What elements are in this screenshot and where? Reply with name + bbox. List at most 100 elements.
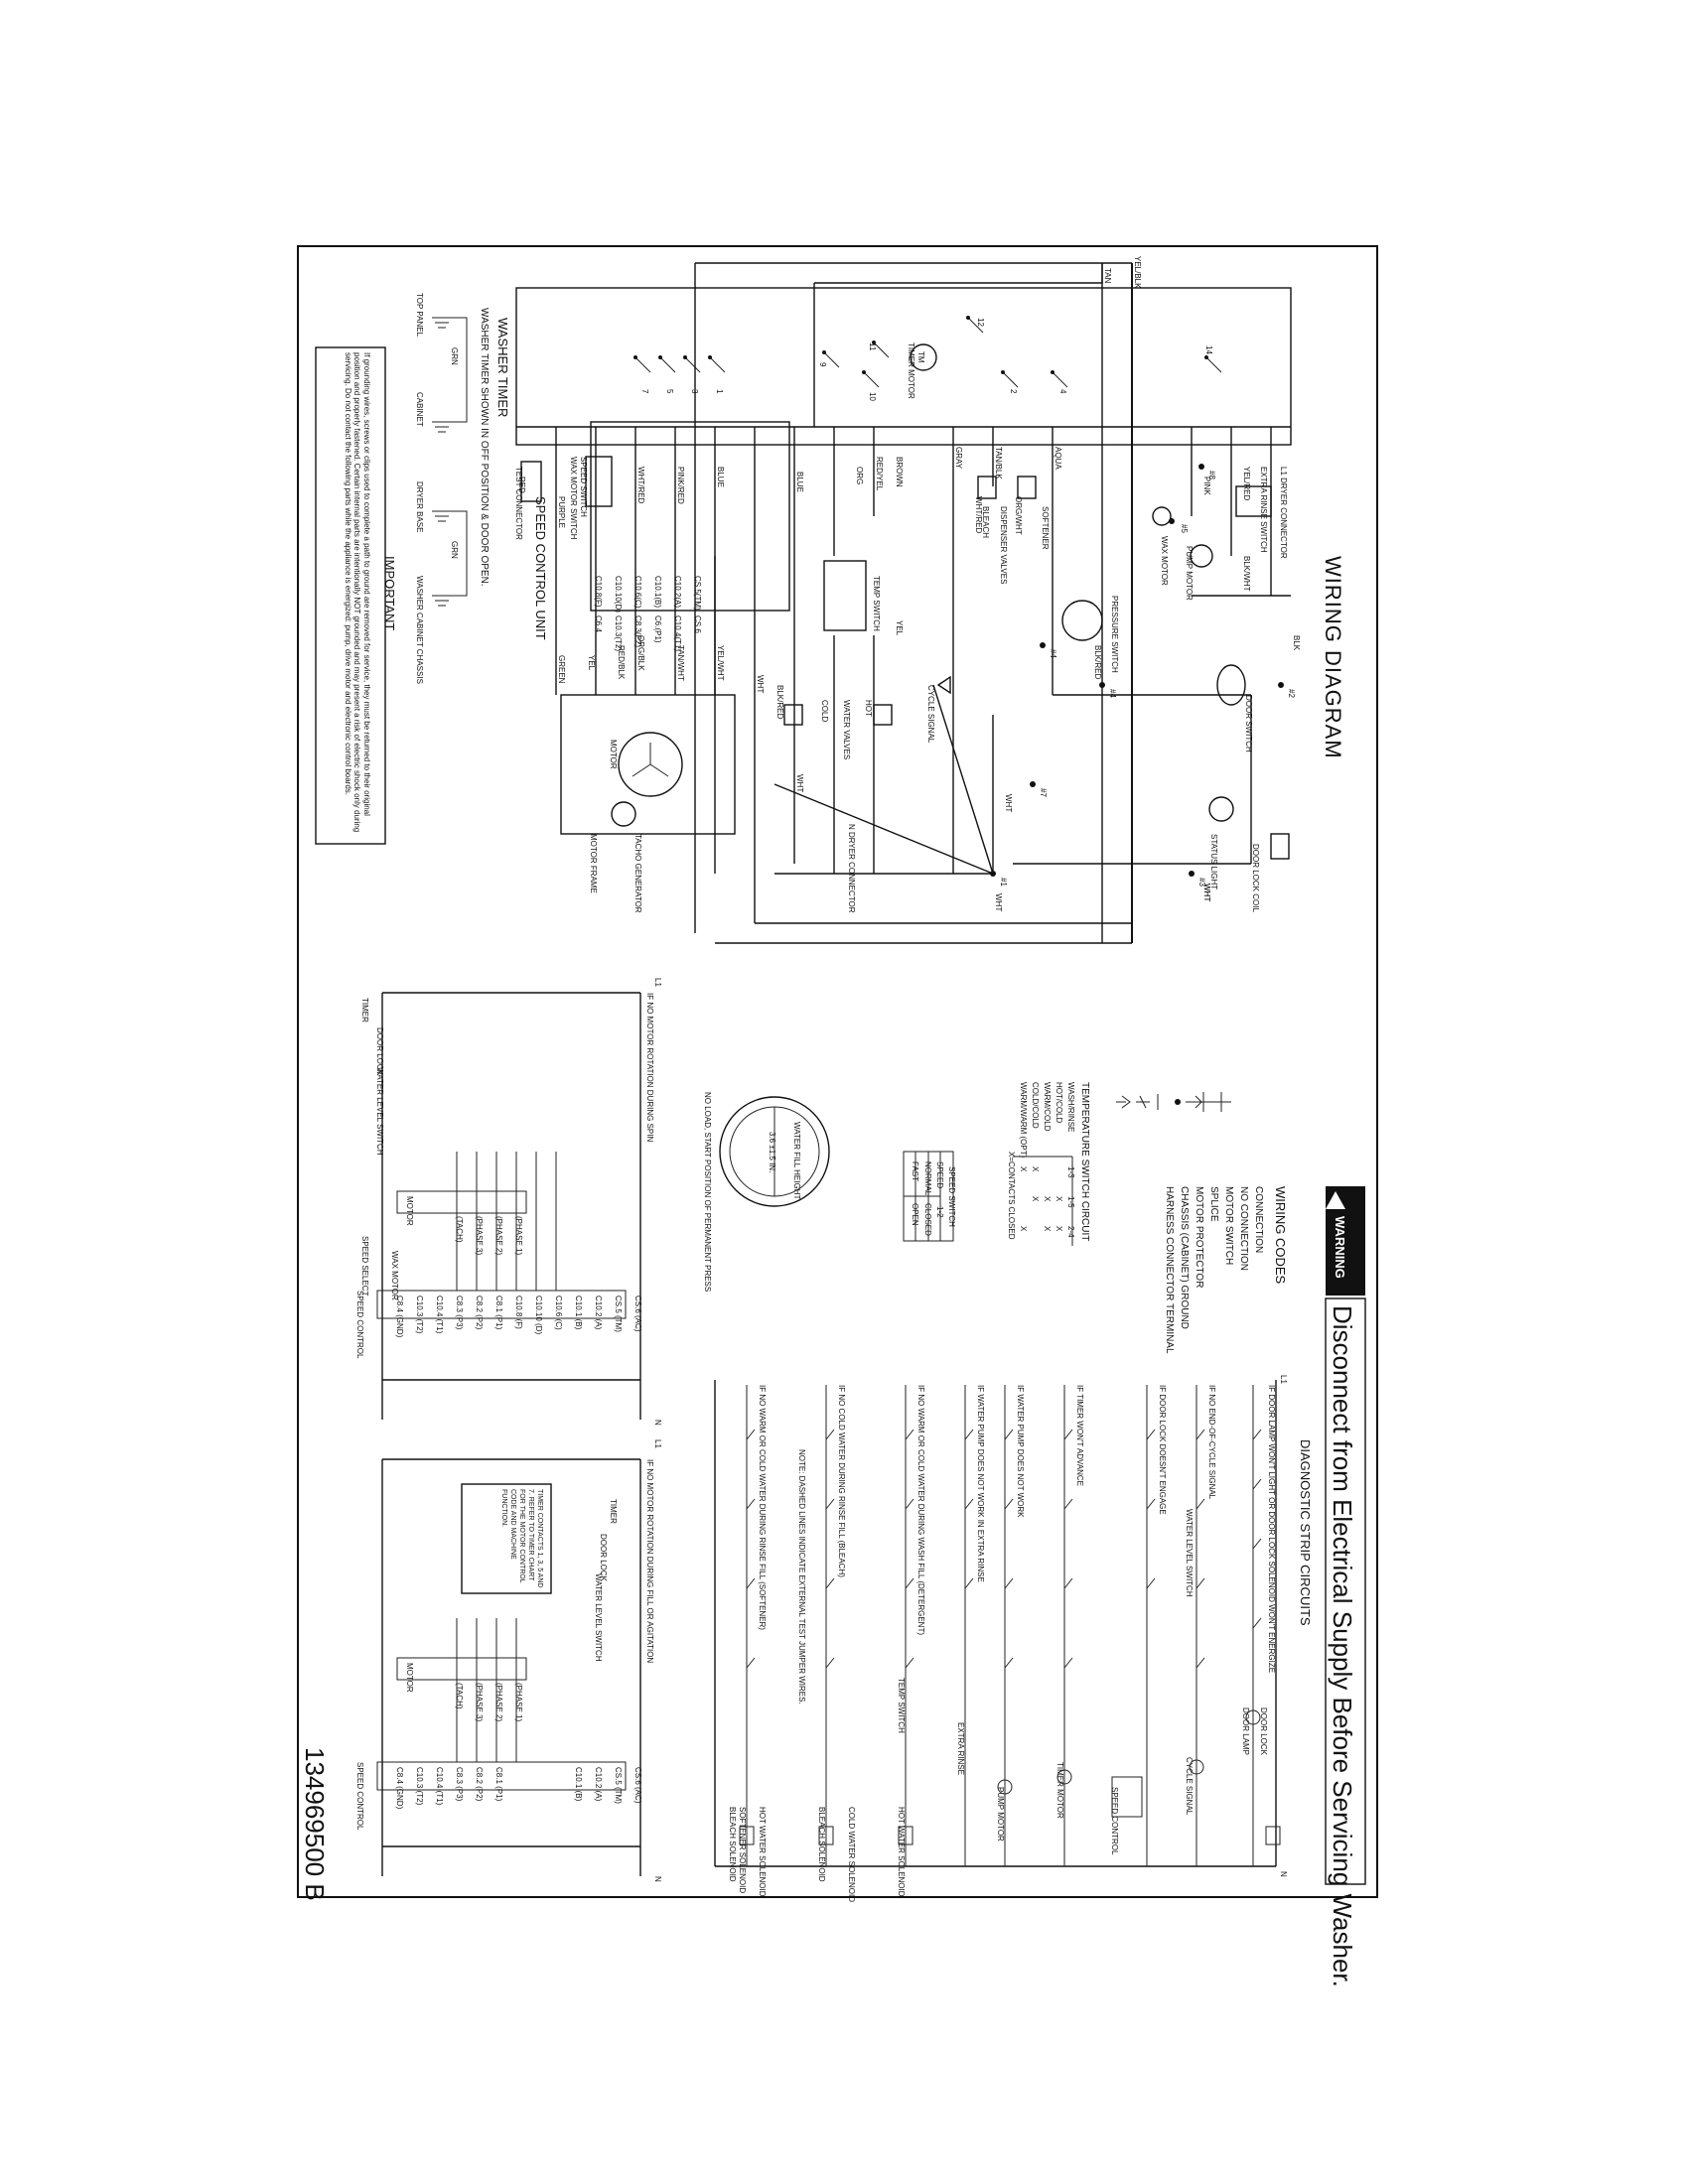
svg-text:(TACH): (TACH) <box>455 1683 464 1709</box>
svg-text:TAN/BLK: TAN/BLK <box>994 447 1003 479</box>
svg-text:C10.2 (A): C10.2 (A) <box>594 1296 603 1330</box>
svg-text:CS.6: CS.6 <box>693 615 702 633</box>
svg-text:NORMAL: NORMAL <box>923 1161 932 1196</box>
strip-extra-rinse: IF WATER PUMP DOES NOT WORK IN EXTRA RIN… <box>956 1385 985 1866</box>
svg-text:IF DOOR LAMP WON'T LIGHT OR DO: IF DOOR LAMP WON'T LIGHT OR DOOR LOCK SO… <box>1267 1385 1276 1673</box>
svg-text:#5: #5 <box>1180 524 1189 533</box>
svg-text:C10.4 (T1): C10.4 (T1) <box>435 1767 444 1806</box>
svg-text:TEST CONNECTOR: TEST CONNECTOR <box>514 467 523 540</box>
warning-banner: WARNING Disconnect from Electrical Suppl… <box>1325 1186 1366 1987</box>
svg-text:IF NO COLD WATER DURING RINSE: IF NO COLD WATER DURING RINSE FILL (BLEA… <box>837 1385 846 1577</box>
svg-text:BLUE: BLUE <box>795 472 804 492</box>
warning-text: Disconnect from Electrical Supply Before… <box>1328 1305 1357 1987</box>
svg-text:X: X <box>1043 1226 1052 1232</box>
svg-text:COLD WATER SOLENOID: COLD WATER SOLENOID <box>847 1807 856 1902</box>
svg-text:X: X <box>1043 1196 1052 1202</box>
svg-text:EXTRA RINSE: EXTRA RINSE <box>956 1722 965 1775</box>
svg-text:IMPORTANT: IMPORTANT <box>382 556 397 630</box>
svg-text:MOTOR: MOTOR <box>609 740 618 769</box>
svg-text:YEL: YEL <box>895 620 904 636</box>
svg-text:X: X <box>1055 1196 1063 1202</box>
svg-text:HOT WATER SOLENOID: HOT WATER SOLENOID <box>897 1807 906 1897</box>
timer-contacts: 1 3 5 7 9 10 1 <box>633 316 1222 401</box>
svg-text:C8.1 (P1): C8.1 (P1) <box>494 1767 503 1802</box>
svg-text:C10.10(D): C10.10(D) <box>614 576 623 613</box>
timer-contact: 2 <box>1001 370 1019 394</box>
svg-text:WAX MOTOR: WAX MOTOR <box>390 1251 399 1300</box>
svg-text:C8.4 (GND): C8.4 (GND) <box>395 1767 404 1810</box>
svg-text:IF NO WARM OR COLD WATER DURIN: IF NO WARM OR COLD WATER DURING RINSE FI… <box>758 1385 767 1630</box>
svg-text:C10.8 (F): C10.8 (F) <box>514 1296 523 1329</box>
dryer-connector: L1 DRYER CONNECTOR EXTRA RINSE SWITCH <box>1235 467 1288 559</box>
svg-text:TEMP SWITCH: TEMP SWITCH <box>897 1678 906 1733</box>
svg-text:WATER LEVEL SWITCH: WATER LEVEL SWITCH <box>594 1573 603 1662</box>
svg-text:WARM/WARM (OPT): WARM/WARM (OPT) <box>1019 1082 1028 1159</box>
svg-text:SPEED SWITCH: SPEED SWITCH <box>579 457 588 517</box>
svg-text:#7: #7 <box>1039 788 1048 797</box>
svg-text:WASH/RINSE: WASH/RINSE <box>1066 1082 1075 1132</box>
svg-text:14: 14 <box>1204 345 1213 354</box>
timer-contact: 3 <box>683 355 701 394</box>
svg-text:L1: L1 <box>653 978 662 987</box>
svg-text:HOT WATER SOLENOID: HOT WATER SOLENOID <box>758 1807 767 1897</box>
timer-contacts-note: TIMER CONTACTS 1, 3, 5 AND 7. REFER TO T… <box>500 1489 543 1587</box>
svg-text:(PHASE 1): (PHASE 1) <box>514 1683 523 1721</box>
svg-text:DOOR LOCK: DOOR LOCK <box>1259 1707 1268 1756</box>
svg-text:CHASSIS (CABINET) GROUND: CHASSIS (CABINET) GROUND <box>1179 1186 1190 1329</box>
svg-text:DISPENSER VALVES: DISPENSER VALVES <box>999 506 1008 584</box>
important-text: If grounding wires, screws or clips used… <box>344 352 371 832</box>
svg-text:WHT: WHT <box>1004 794 1013 812</box>
svg-text:GREEN: GREEN <box>557 655 566 684</box>
cycle-signal: CYCLE SIGNAL <box>926 675 951 744</box>
timer-contact: 7 <box>633 355 651 394</box>
door-switch: DOOR SWITCH <box>1216 664 1253 752</box>
drive-motor: MOTOR TACHO GENERATOR MOTOR FRAME <box>560 694 736 913</box>
diag-title: DIAGNOSTIC STRIP CIRCUITS <box>1298 1439 1313 1626</box>
svg-text:CS.5(TM): CS.5(TM) <box>693 576 702 611</box>
svg-text:C8.3(P2): C8.3(P2) <box>633 615 642 647</box>
svg-text:TIMER: TIMER <box>360 998 369 1023</box>
svg-text:IF NO WARM OR COLD WATER DURIN: IF NO WARM OR COLD WATER DURING WASH FIL… <box>916 1385 925 1635</box>
dispenser-valves: DISPENSER VALVES BLEACH SOFTENER <box>977 476 1050 584</box>
svg-text:DOOR LOCK COIL: DOOR LOCK COIL <box>1251 844 1260 912</box>
svg-text:#2: #2 <box>1287 689 1296 698</box>
svg-text:N DRYER CONNECTOR: N DRYER CONNECTOR <box>847 824 856 913</box>
svg-text:OPEN: OPEN <box>911 1203 919 1226</box>
svg-text:C10.2 (A): C10.2 (A) <box>594 1767 603 1802</box>
svg-text:WAX MOTOR: WAX MOTOR <box>1160 536 1169 586</box>
svg-text:CYCLE SIGNAL: CYCLE SIGNAL <box>1185 1757 1194 1816</box>
svg-text:C6.4: C6.4 <box>594 615 603 632</box>
svg-text:COLD/COLD: COLD/COLD <box>1031 1082 1040 1129</box>
svg-text:MOTOR PROTECTOR: MOTOR PROTECTOR <box>1194 1186 1204 1288</box>
svg-text:STATUS LIGHT: STATUS LIGHT <box>1209 834 1218 889</box>
svg-text:FAST: FAST <box>911 1161 919 1181</box>
timer-note: WASHER TIMER SHOWN IN OFF POSITION & DOO… <box>479 308 490 587</box>
svg-text:IF NO END-OF-CYCLE SIGNAL: IF NO END-OF-CYCLE SIGNAL <box>1207 1385 1216 1500</box>
svg-text:SPEED CONTROL: SPEED CONTROL <box>355 1291 364 1359</box>
svg-text:C10.10 (D): C10.10 (D) <box>534 1296 543 1334</box>
svg-text:HOT: HOT <box>864 700 873 717</box>
svg-text:X=CONTACTS CLOSED: X=CONTACTS CLOSED <box>1007 1152 1016 1240</box>
svg-text:BLEACH: BLEACH <box>981 506 990 538</box>
svg-text:1-3: 1-3 <box>1066 1166 1075 1178</box>
splice-nodes: #2 #4 #3 #1 #7 #5 #8 #4 <box>990 464 1296 887</box>
strip-pump: IF WATER PUMP DOES NOT WORK PUMP MOTOR <box>996 1385 1025 1866</box>
svg-text:IF DOOR LOCK DOESN'T ENGAGE: IF DOOR LOCK DOESN'T ENGAGE <box>1158 1385 1167 1515</box>
strip-timer-advance: IF TIMER WON'T ADVANCE TIMER MOTOR <box>1055 1385 1084 1866</box>
speed-control-unit: SPEED CONTROL UNIT CS.5(TM) C10.2(A) C10… <box>533 421 790 651</box>
svg-text:NO CONNECTION: NO CONNECTION <box>1238 1186 1249 1271</box>
svg-text:C10.3 (T2): C10.3 (T2) <box>415 1296 424 1334</box>
svg-text:C6.(P1): C6.(P1) <box>653 615 662 643</box>
svg-text:CYCLE SIGNAL: CYCLE SIGNAL <box>926 685 935 744</box>
svg-text:TIMER MOTOR: TIMER MOTOR <box>1055 1762 1064 1819</box>
svg-text:WHT: WHT <box>994 893 1003 911</box>
svg-text:1-2: 1-2 <box>935 1206 944 1218</box>
svg-text:C10.6(C): C10.6(C) <box>633 576 642 609</box>
svg-text:CS.6 (AC): CS.6 (AC) <box>633 1296 642 1332</box>
status-light: STATUS LIGHT <box>1208 796 1234 889</box>
svg-text:IF WATER PUMP DOES NOT WORK: IF WATER PUMP DOES NOT WORK <box>1016 1385 1025 1518</box>
svg-text:SPEED CONTROL UNIT: SPEED CONTROL UNIT <box>533 496 548 640</box>
svg-text:N: N <box>653 1420 662 1426</box>
svg-text:C8.1 (P1): C8.1 (P1) <box>494 1296 503 1330</box>
svg-text:WAX MOTOR SWITCH: WAX MOTOR SWITCH <box>569 457 578 540</box>
